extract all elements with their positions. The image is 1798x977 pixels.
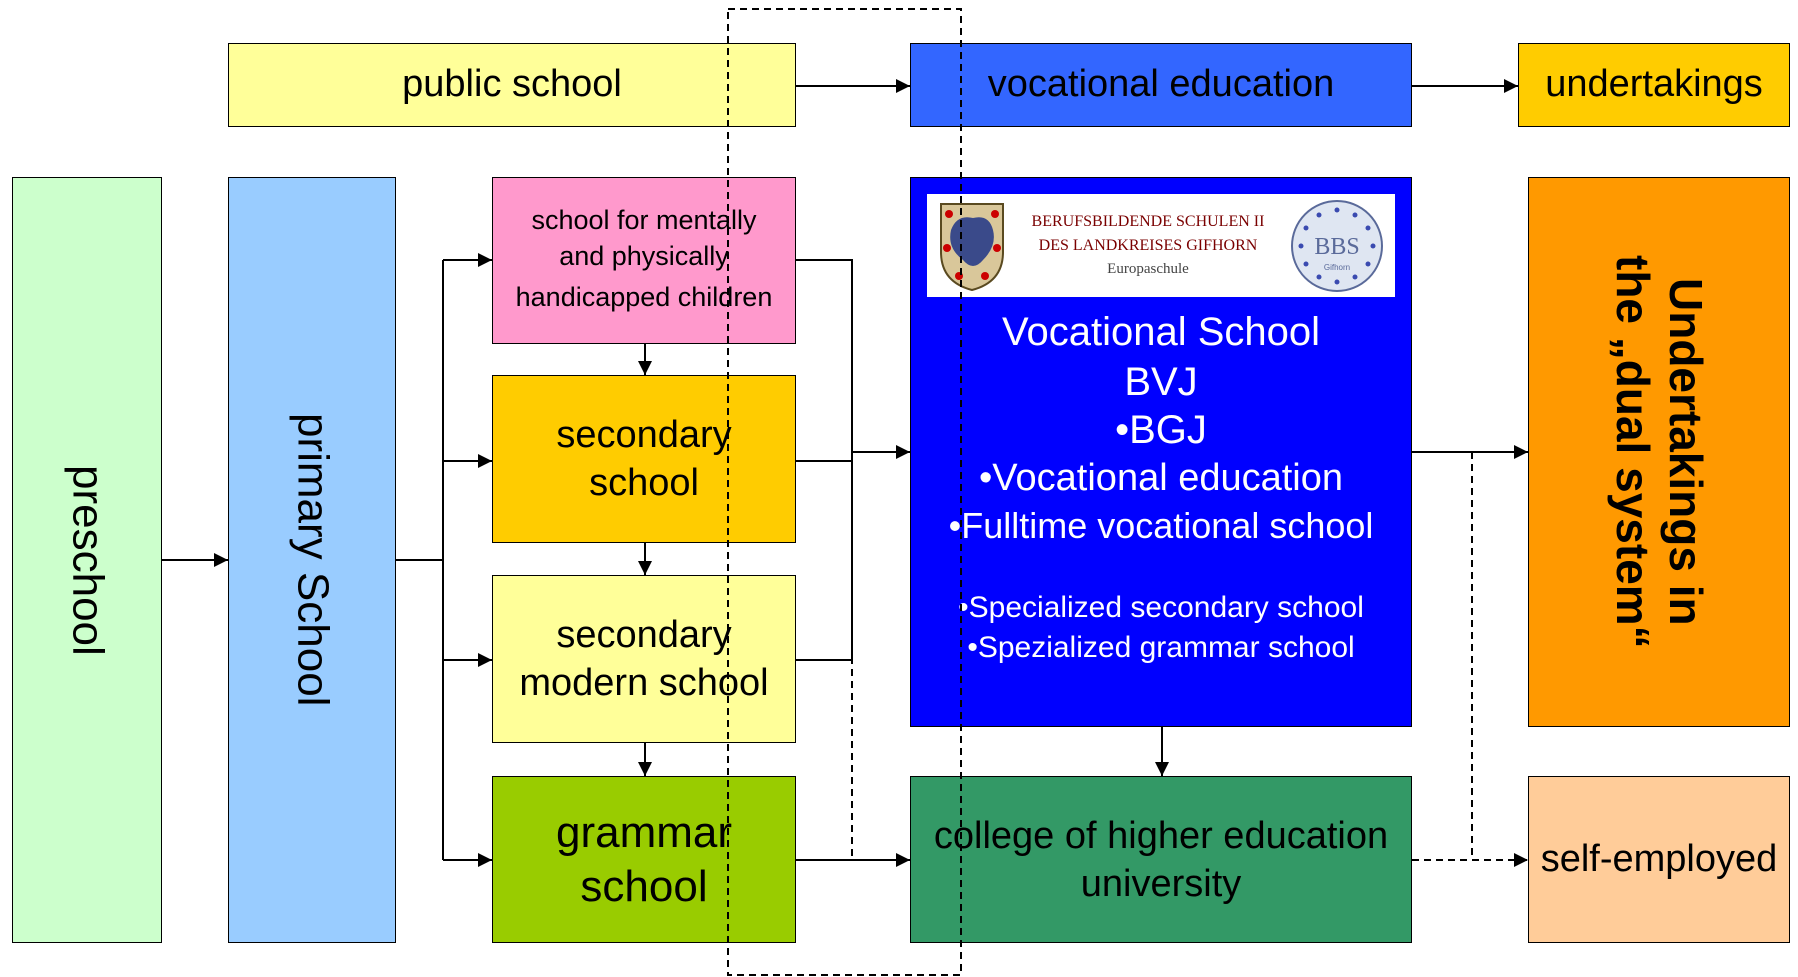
special-school-line-2: and physically [559,240,729,271]
vocational-school-box: BERUFSBILDENDE SCHULEN II DES LANDKREISE… [910,177,1412,727]
vocational-education-box: vocational education [910,43,1412,127]
logo-line-2: DES LANDKREISES GIFHORN [1038,237,1258,255]
undertakings-box: undertakings [1518,43,1790,127]
vocational-education-label: vocational education [987,63,1335,106]
secondary-school-line-2: school [589,462,699,504]
undertakings-dual-line-1: Undertakings in [1659,278,1712,626]
primary-school-label: primary School [288,413,338,707]
preschool-label: preschool [63,464,113,656]
coat-of-arms-icon [940,202,1004,291]
vocational-school-specialized-grammar: •Spezialized grammar school [967,631,1355,664]
vocational-school-bgj: •BGJ [1115,408,1207,452]
undertakings-dual-label: Undertakings in the „dual system“ [1606,255,1712,649]
grammar-school-line-1: grammar [555,807,733,857]
preschool-box: preschool [12,177,162,943]
logo-line-1: BERUFSBILDENDE SCHULEN II [1031,213,1265,231]
secondary-modern-school-box: secondary modern school [492,575,796,743]
self-employed-box: self-employed [1528,776,1790,943]
secondary-school-box: secondary school [492,375,796,543]
vocational-school-content: Vocational School BVJ •BGJ •Vocational e… [911,306,1411,668]
logo-line-3: Europaschule [1107,261,1189,278]
vocational-school-bvj: BVJ [1124,360,1198,404]
primary-school-box: primary School [228,177,396,943]
special-school-line-3: handicapped children [515,281,773,312]
undertakings-dual-box: Undertakings in the „dual system“ [1528,177,1790,727]
grammar-school-box: grammar school [492,776,796,943]
vocational-school-fulltime: •Fulltime vocational school [948,505,1374,546]
college-line-1: college of higher education [933,814,1389,857]
grammar-school-line-2: school [580,861,708,911]
self-employed-label: self-employed [1540,837,1778,880]
secondary-modern-line-2: modern school [519,662,769,704]
college-line-2: university [1080,862,1242,905]
seal-text: Gifhorn [1324,263,1350,272]
secondary-modern-line-1: secondary [556,614,732,656]
svg-text:BBS: BBS [1314,234,1359,260]
vocational-school-specialized-secondary: •Specialized secondary school [958,591,1364,624]
college-box: college of higher education university [910,776,1412,943]
undertakings-dual-line-2: the „dual system“ [1607,255,1659,649]
europe-seal-icon: BBS Gifhorn [1290,199,1383,292]
special-school-line-1: school for mentally [531,204,757,235]
special-school-box: school for mentally and physically handi… [492,177,796,344]
public-school-label: public school [402,63,622,106]
logo-text: BERUFSBILDENDE SCHULEN II DES LANDKREISE… [1032,210,1265,281]
secondary-school-line-1: secondary [556,414,732,456]
vocational-school-voc-edu: •Vocational education [978,457,1344,499]
public-school-box: public school [228,43,796,127]
undertakings-label: undertakings [1545,63,1763,106]
school-logo: BERUFSBILDENDE SCHULEN II DES LANDKREISE… [927,194,1395,297]
vocational-school-title: Vocational School [1001,310,1320,354]
